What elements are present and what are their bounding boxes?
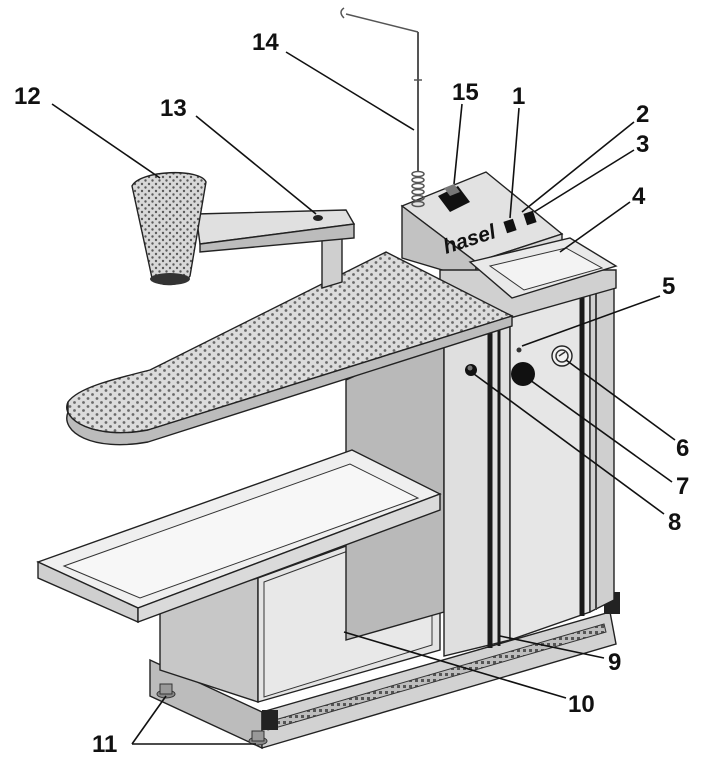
callout-9: 9 bbox=[608, 649, 621, 676]
leader-2 bbox=[521, 121, 635, 213]
leader-7 bbox=[529, 379, 673, 483]
callout-15: 15 bbox=[452, 79, 479, 106]
sleeve-arm bbox=[195, 209, 356, 289]
control-box: hasel bbox=[400, 171, 618, 319]
leader-10 bbox=[343, 631, 567, 699]
lower-shelf bbox=[36, 449, 442, 624]
leader-6 bbox=[565, 359, 676, 441]
ironing-board bbox=[66, 251, 514, 446]
arm-pivot bbox=[313, 215, 323, 221]
callout-labels: 1 2 3 4 5 6 7 8 9 10 11 12 13 14 15 bbox=[14, 29, 689, 758]
switch-1 bbox=[503, 218, 517, 234]
callout-8: 8 bbox=[668, 509, 681, 536]
indicator-light bbox=[516, 347, 522, 353]
base-plinth bbox=[149, 592, 620, 750]
callout-5: 5 bbox=[662, 273, 675, 300]
leader-8 bbox=[473, 373, 665, 515]
leader-15 bbox=[453, 103, 463, 185]
leader-3 bbox=[533, 149, 635, 213]
plinth-corner-left bbox=[262, 710, 278, 730]
callout-2: 2 bbox=[636, 101, 649, 128]
callout-10: 10 bbox=[568, 691, 595, 718]
leader-13 bbox=[195, 115, 317, 215]
leader-lines bbox=[51, 51, 676, 745]
sleeve-form bbox=[131, 172, 207, 286]
callout-12: 12 bbox=[14, 83, 41, 110]
callout-14: 14 bbox=[252, 29, 279, 56]
leader-14 bbox=[285, 51, 415, 131]
mast-spring bbox=[411, 170, 425, 208]
leveling-feet bbox=[156, 683, 268, 746]
leader-9 bbox=[499, 635, 605, 659]
control-knob bbox=[511, 362, 535, 386]
callout-4: 4 bbox=[632, 183, 646, 210]
leader-12 bbox=[51, 103, 161, 179]
leader-5 bbox=[521, 295, 661, 347]
leader-1 bbox=[509, 107, 520, 219]
callout-3: 3 bbox=[636, 131, 649, 158]
leader-11a bbox=[131, 695, 167, 745]
switch-3 bbox=[523, 210, 537, 226]
callout-11: 11 bbox=[92, 731, 117, 758]
callout-6: 6 bbox=[676, 435, 689, 462]
callout-7: 7 bbox=[676, 473, 689, 500]
callout-1: 1 bbox=[512, 83, 525, 110]
iron-rest bbox=[438, 186, 470, 212]
callout-13: 13 bbox=[160, 95, 187, 122]
hanger-mast bbox=[340, 7, 425, 208]
leader-4 bbox=[559, 201, 631, 253]
